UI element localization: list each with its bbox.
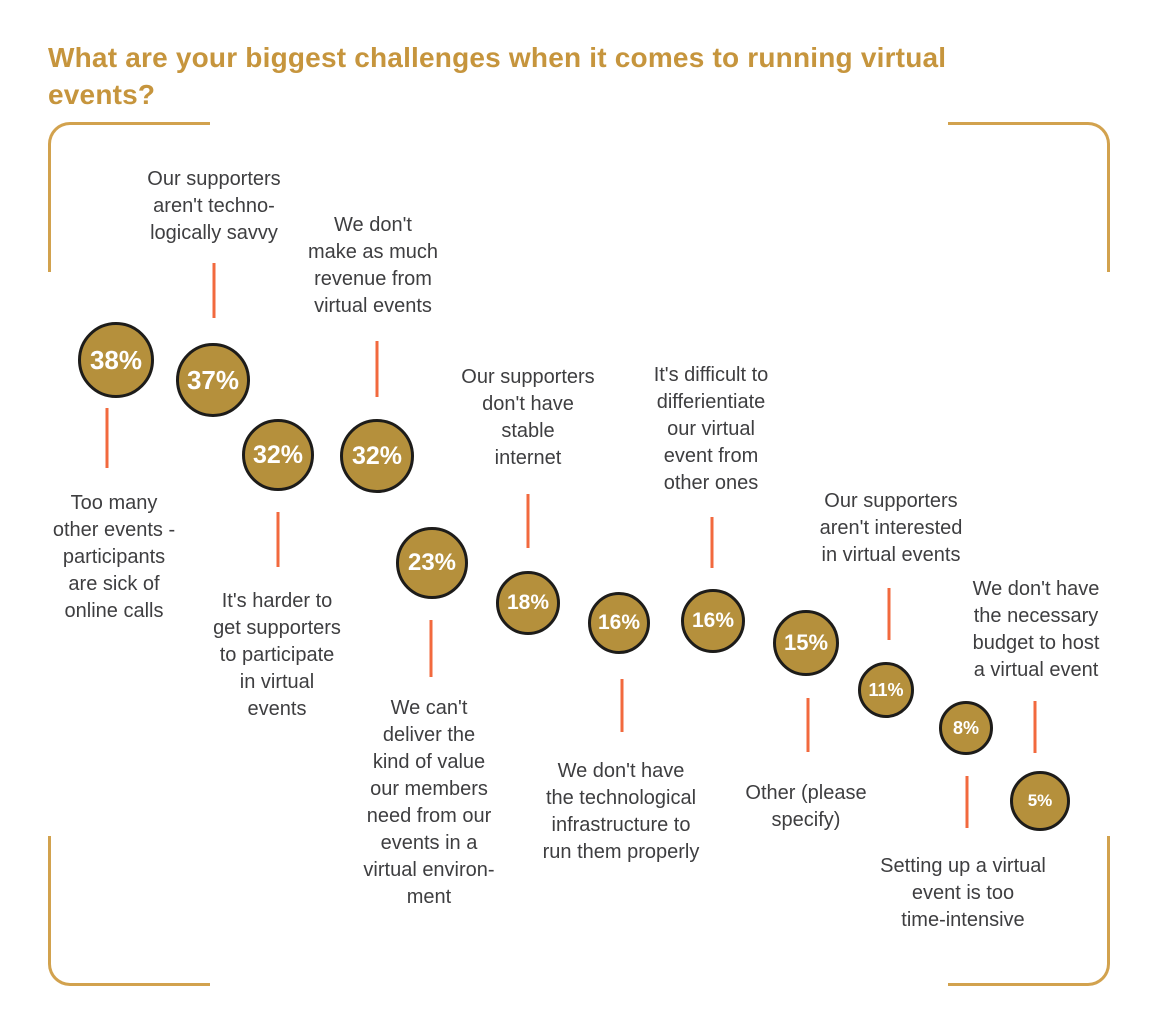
- connector-line: [806, 698, 810, 752]
- category-label: Setting up a virtual event is too time-i…: [880, 855, 1046, 931]
- category-label: We don't have the necessary budget to ho…: [972, 578, 1100, 681]
- connector-line: [429, 620, 433, 677]
- connector-line: [375, 341, 379, 397]
- value-bubble: 15%: [773, 610, 839, 676]
- category-label: Too many other events - participants are…: [52, 492, 176, 622]
- category-label: Our supporters don't have stable interne…: [461, 366, 595, 469]
- frame-corner-top-right: [948, 122, 1110, 272]
- value-bubble: 16%: [681, 589, 745, 653]
- connector-line: [212, 263, 216, 318]
- chart-title: What are your biggest challenges when it…: [48, 41, 947, 110]
- value-label: 32%: [351, 441, 403, 470]
- category-label: We can't deliver the kind of value our m…: [363, 697, 495, 908]
- connector-line: [710, 517, 714, 568]
- category-label: We don't have the technological infrastr…: [542, 760, 700, 863]
- category-label: Our supporters aren't techno- logically …: [147, 168, 281, 244]
- value-label: 38%: [89, 344, 143, 375]
- value-bubble: 32%: [242, 419, 314, 491]
- category-label: We don't make as much revenue from virtu…: [307, 214, 439, 317]
- connector-line: [1033, 701, 1037, 753]
- category-label: It's difficult to differientiate our vir…: [653, 364, 769, 494]
- connector-line: [105, 408, 109, 468]
- value-label: 15%: [783, 630, 829, 655]
- value-bubble: 11%: [858, 662, 914, 718]
- value-label: 37%: [186, 364, 240, 395]
- category-label: Our supporters aren't interested in virt…: [819, 490, 963, 566]
- frame-corner-bottom-left: [48, 836, 210, 986]
- value-bubble: 18%: [496, 571, 560, 635]
- value-bubble: 38%: [78, 322, 154, 398]
- value-bubble: 5%: [1010, 771, 1070, 831]
- value-label: 18%: [506, 591, 550, 614]
- value-bubble: 32%: [340, 419, 414, 493]
- value-bubble: 23%: [396, 527, 468, 599]
- value-label: 11%: [868, 679, 904, 700]
- connector-line: [526, 494, 530, 548]
- frame-corner-bottom-right: [948, 836, 1110, 986]
- value-bubble: 8%: [939, 701, 993, 755]
- connector-line: [887, 588, 891, 640]
- connector-line: [620, 679, 624, 732]
- category-label: Other (please specify): [745, 782, 867, 831]
- value-label: 16%: [691, 609, 735, 632]
- value-label: 32%: [252, 440, 304, 469]
- connector-line: [276, 512, 280, 567]
- value-label: 23%: [407, 549, 457, 576]
- value-label: 16%: [597, 611, 641, 634]
- value-bubble: 16%: [588, 592, 650, 654]
- value-bubble: 37%: [176, 343, 250, 417]
- connector-line: [965, 776, 969, 828]
- value-label: 8%: [952, 717, 979, 738]
- frame-corner-top-left: [48, 122, 210, 272]
- value-label: 5%: [1027, 791, 1053, 810]
- category-label: It's harder to get supporters to partici…: [213, 590, 341, 720]
